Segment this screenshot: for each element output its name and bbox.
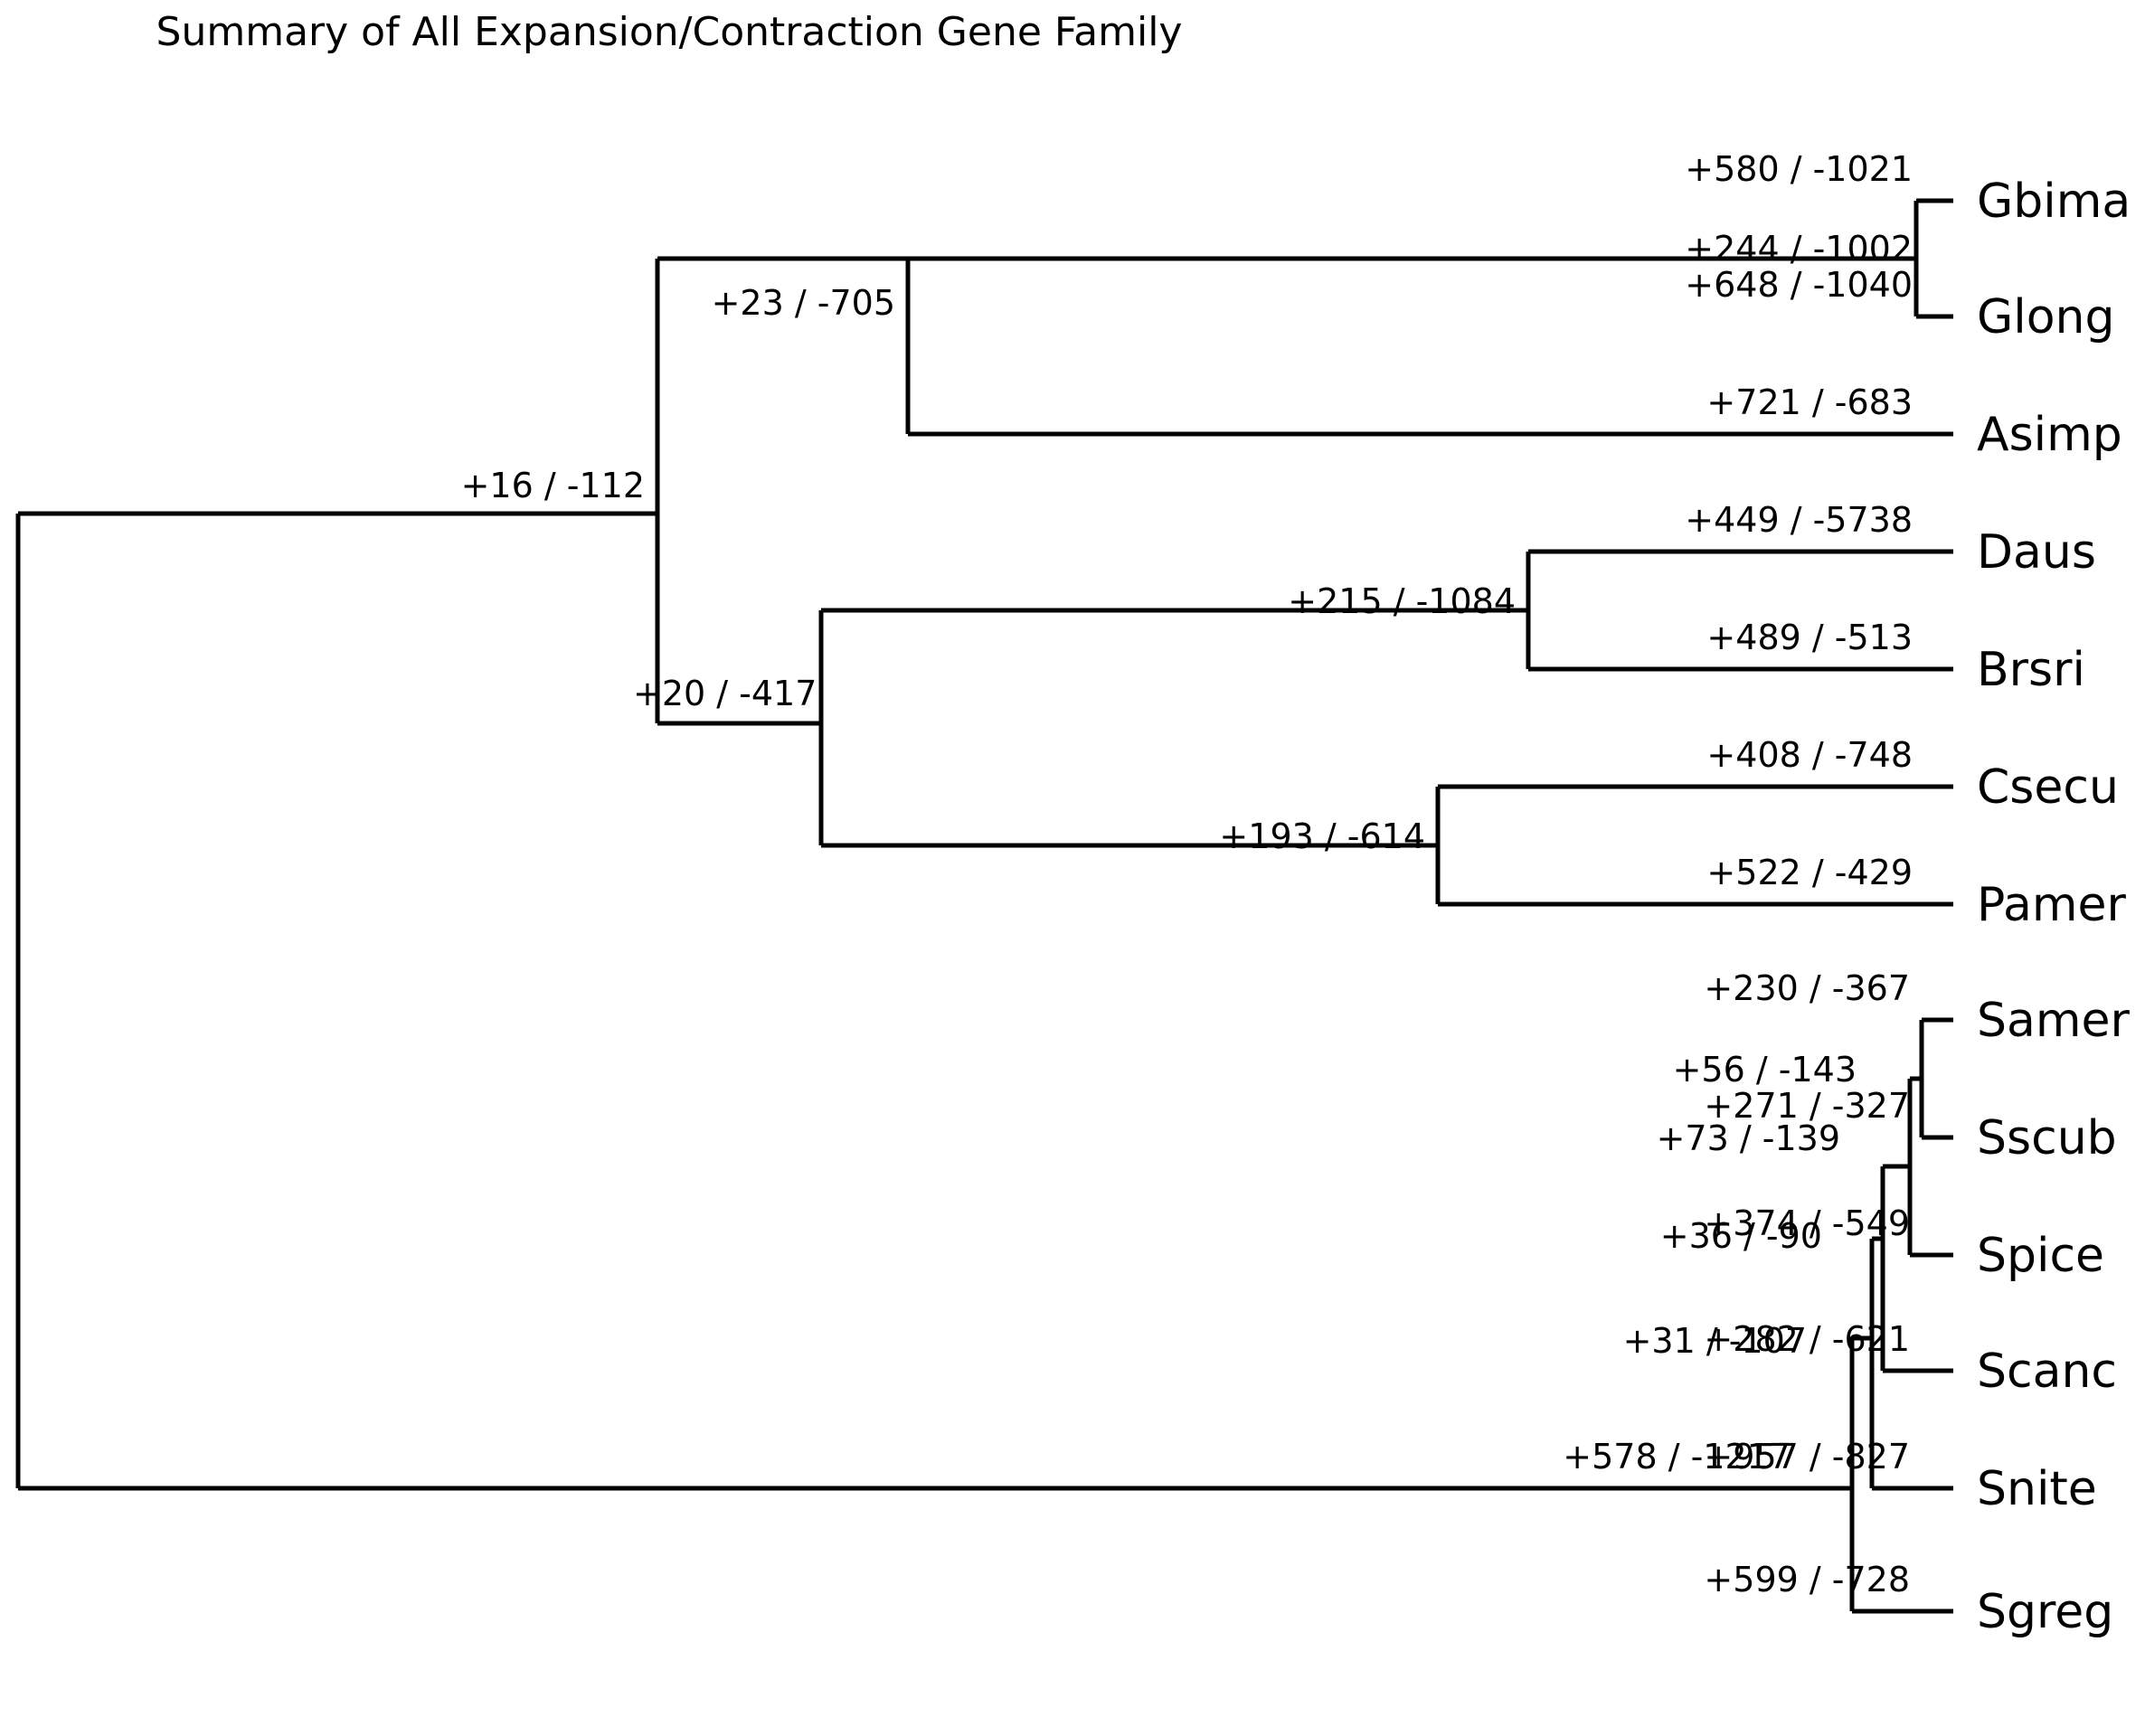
branch-count-labels: +580 / -1021 +244 / -1002+648 / -1040 +721… (461, 149, 1913, 1599)
branch-count-label-Csecu: +408 / -748 (1706, 735, 1913, 775)
branch-count-label-n_sc_snite: +31 / -107 (1623, 1321, 1807, 1361)
branch-count-label-Samer: +230 / -367 (1704, 968, 1910, 1008)
branch-count-label-Glong: +648 / -1040 (1685, 265, 1913, 305)
branch-count-label-n_ssp_scanc: +36 / -90 (1660, 1216, 1822, 1256)
branch-count-label-Spice: +374 / -549 (1704, 1203, 1910, 1243)
tip-label-Spice: Spice (1977, 1229, 2104, 1283)
tip-label-Scanc: Scanc (1977, 1344, 2117, 1399)
tip-label-Asimp: Asimp (1977, 408, 2122, 462)
branch-count-label-n_upper: +16 / -112 (461, 466, 645, 505)
tip-labels: GbimaGlongAsimpDausBrsriCsecuPamerSamerS… (1977, 175, 2131, 1639)
branch-count-label-n_gg_asimp: +23 / -705 (712, 283, 895, 323)
branch-count-label-Sscub: +271 / -327 (1704, 1086, 1910, 1126)
branch-count-label-Sgreg: +599 / -728 (1704, 1560, 1910, 1599)
tip-label-Brsri: Brsri (1977, 643, 2085, 697)
branch-count-label-n_gbima_glong: +244 / -1002 (1685, 229, 1913, 269)
tip-label-Snite: Snite (1977, 1462, 2097, 1516)
branch-count-label-n_daus_brsri: +215 / -1084 (1288, 581, 1516, 621)
tip-label-Pamer: Pamer (1977, 878, 2127, 932)
tip-label-Sgreg: Sgreg (1977, 1585, 2113, 1639)
branch-count-label-Brsri: +489 / -513 (1706, 618, 1913, 657)
branch-count-label-Snite: +957 / -827 (1704, 1437, 1910, 1477)
tree-branches (15, 198, 1953, 1614)
tip-label-Sscub: Sscub (1977, 1111, 2117, 1165)
tip-label-Gbima: Gbima (1977, 175, 2131, 229)
tip-label-Daus: Daus (1977, 525, 2096, 580)
branch-count-label-n_csecu_pamer: +193 / -614 (1219, 816, 1425, 856)
branch-count-label-Scanc: +282 / -621 (1704, 1319, 1910, 1359)
branch-count-label-Asimp: +721 / -683 (1706, 382, 1913, 422)
tip-label-Samer: Samer (1977, 994, 2131, 1048)
branch-count-label-n_ss_spice: +73 / -139 (1657, 1118, 1840, 1158)
branch-count-label-Daus: +449 / -5738 (1685, 500, 1913, 540)
branch-count-label-n_lower: +578 / -1217 (1563, 1437, 1791, 1477)
branch-count-label-Gbima: +580 / -1021 (1685, 149, 1913, 189)
page-title: Summary of All Expansion/Contraction Gen… (156, 9, 1183, 55)
tip-label-Csecu: Csecu (1977, 760, 2119, 815)
branch-count-label-n_samer_sscub: +56 / -143 (1673, 1050, 1857, 1090)
branch-count-label-n_db_cp: +20 / -417 (633, 674, 817, 713)
branch-count-label-Pamer: +522 / -429 (1706, 853, 1913, 892)
tip-label-Glong: Glong (1977, 290, 2115, 344)
